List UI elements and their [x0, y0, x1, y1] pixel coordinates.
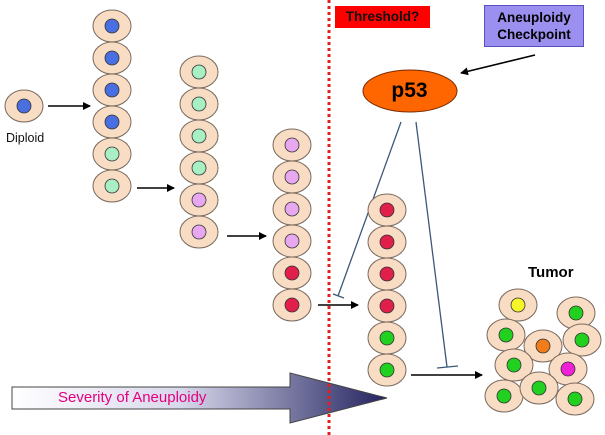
column4-cell: [367, 193, 407, 227]
column1-cell: [92, 41, 132, 75]
tumor-cell: [556, 296, 596, 330]
column2-cell: [179, 55, 219, 89]
column2-cell: [179, 183, 219, 217]
column4-cell: [367, 321, 407, 355]
tumor-cell: [519, 371, 559, 405]
column2-cell: [179, 119, 219, 153]
column1-cell: [92, 169, 132, 203]
column3-cell: [272, 160, 312, 194]
column3-cell: [272, 128, 312, 162]
p53-node: [362, 69, 458, 113]
column3-cell: [272, 192, 312, 226]
column1-cell: [92, 105, 132, 139]
tumor-cell: [498, 288, 538, 322]
threshold-label: Threshold?: [335, 6, 430, 28]
progression-arrows: [48, 54, 536, 379]
column1-cell: [92, 137, 132, 171]
tumor-cell: [484, 379, 524, 413]
column4-cell: [367, 257, 407, 291]
tumor-cell: [562, 323, 602, 357]
column2-cell: [179, 87, 219, 121]
column3-cell: [272, 256, 312, 290]
cell-groups: [4, 9, 602, 416]
column2-cell: [179, 215, 219, 249]
column3-cell: [272, 288, 312, 322]
aneuploidy-checkpoint-box: Aneuploidy Checkpoint: [484, 5, 584, 47]
column2-cell: [179, 151, 219, 185]
diploid-cell: [4, 89, 44, 123]
tumor-cell: [494, 348, 534, 382]
tumor-cell: [523, 329, 563, 363]
column3-cell: [272, 224, 312, 258]
column1-cell: [92, 9, 132, 43]
tumor-cell: [548, 352, 588, 386]
diploid-label: Diploid: [6, 131, 45, 145]
p53-label: p53: [391, 79, 428, 102]
severity-label: Severity of Aneuploidy: [58, 389, 207, 406]
tumor-cell: [555, 382, 595, 416]
column4-cell: [367, 225, 407, 259]
severity-arrow: [11, 372, 388, 424]
column4-cell: [367, 353, 407, 387]
column1-cell: [92, 73, 132, 107]
tumor-cell: [486, 318, 526, 352]
tumor-label: Tumor: [528, 264, 574, 281]
column4-cell: [367, 289, 407, 323]
